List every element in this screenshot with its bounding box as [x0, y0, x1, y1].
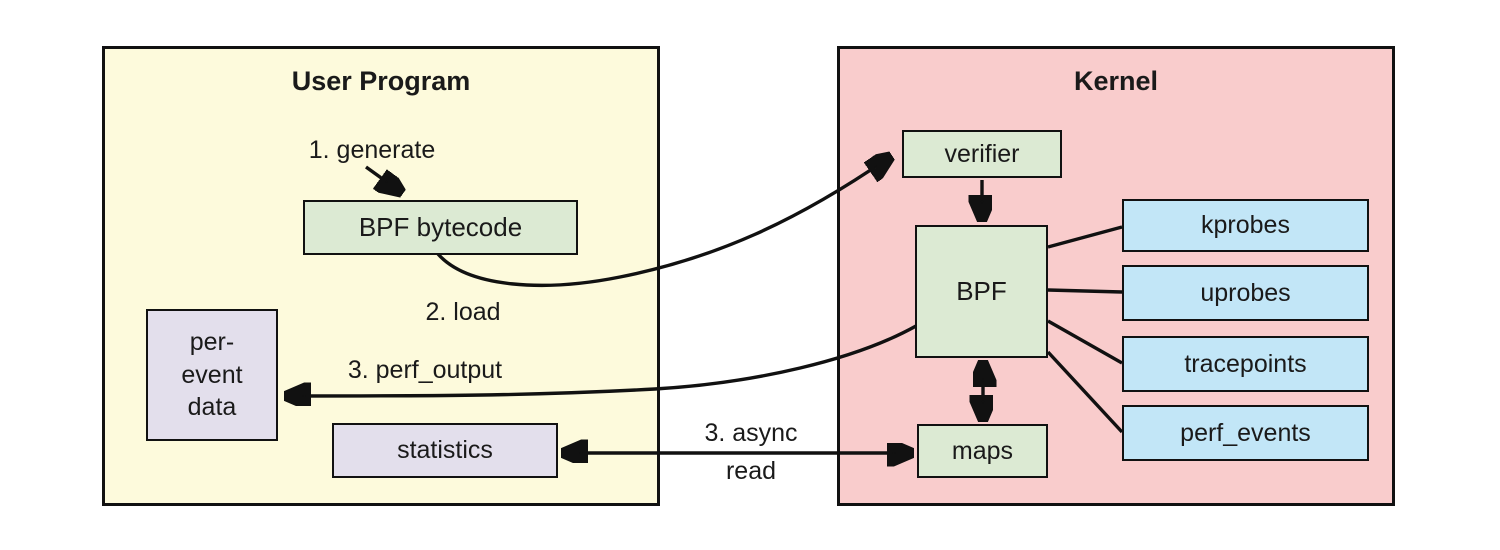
node-bpf: BPF	[915, 225, 1048, 358]
user-program-title: User Program	[291, 66, 471, 96]
perf-events-label: perf_events	[1180, 418, 1311, 447]
node-perf-events: perf_events	[1122, 405, 1369, 461]
kernel-title: Kernel	[1073, 66, 1159, 96]
async-read-edge-label-line1: 3. async	[704, 419, 798, 447]
verifier-label: verifier	[944, 139, 1020, 168]
bpf-bytecode-label: BPF bytecode	[358, 211, 523, 242]
perf-output-edge-label: 3. perf_output	[347, 356, 503, 384]
tracepoints-label: tracepoints	[1184, 349, 1307, 378]
per-event-data-label: per- event data	[181, 328, 243, 422]
kprobes-label: kprobes	[1201, 211, 1290, 240]
async-read-edge-label-line2: read	[725, 457, 777, 485]
load-edge-label: 2. load	[425, 298, 501, 326]
node-maps: maps	[917, 424, 1048, 478]
node-per-event-data: per- event data	[146, 309, 278, 441]
statistics-label: statistics	[397, 436, 493, 465]
node-kprobes: kprobes	[1122, 199, 1369, 252]
node-statistics: statistics	[332, 423, 558, 478]
node-bpf-bytecode: BPF bytecode	[303, 200, 578, 255]
node-uprobes: uprobes	[1122, 265, 1369, 321]
node-verifier: verifier	[902, 130, 1062, 178]
maps-label: maps	[951, 436, 1014, 465]
bpf-label: BPF	[956, 275, 1007, 306]
generate-edge-label: 1. generate	[308, 136, 436, 164]
uprobes-label: uprobes	[1200, 278, 1291, 307]
node-tracepoints: tracepoints	[1122, 336, 1369, 392]
